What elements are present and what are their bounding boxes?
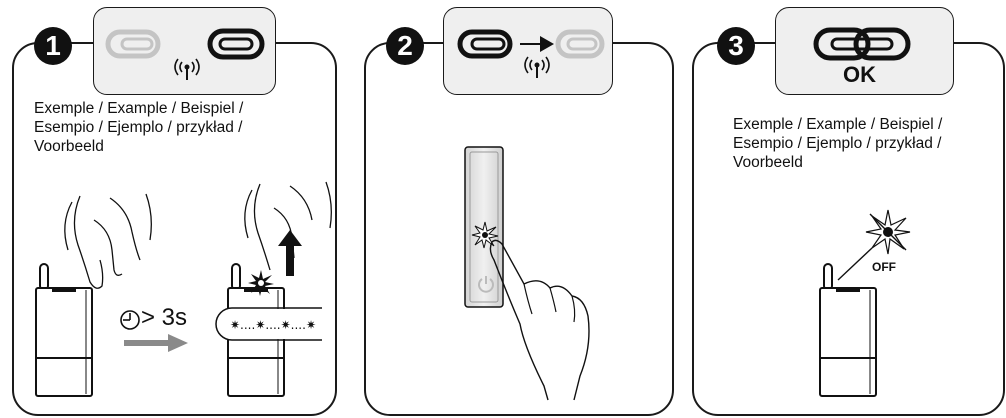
signal-line xyxy=(837,247,873,281)
linked-chain-icon xyxy=(813,27,911,61)
step-1-header xyxy=(93,7,276,95)
arrow-right-icon xyxy=(124,334,188,352)
step-3-number: 3 xyxy=(717,27,755,65)
starburst-icon xyxy=(248,270,274,296)
svg-text:✷....✷....✷....✷: ✷....✷....✷....✷ xyxy=(230,318,316,332)
caption-line: Esempio / Ejemplo / przykład / xyxy=(733,135,942,152)
wireless-signal-icon xyxy=(524,56,550,78)
step-1-caption: Exemple / Example / Beispiel / Esempio /… xyxy=(34,99,243,156)
status-ok-label: OK xyxy=(843,62,876,87)
step-2-header xyxy=(443,7,613,95)
arrow-right-icon xyxy=(520,36,554,52)
arrow-up-icon xyxy=(278,230,302,276)
transmitter-device-icon xyxy=(35,263,93,397)
hand-icon xyxy=(489,239,590,401)
caption-line: Voorbeeld xyxy=(733,154,803,171)
timer-label: > 3s xyxy=(141,304,188,331)
unlinked-chain-icon xyxy=(555,29,605,59)
flashing-signal-band: ✷....✷....✷....✷ xyxy=(215,307,322,341)
starburst-crossed-icon xyxy=(865,209,911,255)
caption-line: Voorbeeld xyxy=(34,138,104,155)
power-icon xyxy=(478,276,494,293)
clock-icon xyxy=(120,310,140,330)
caption-line: Esempio / Ejemplo / przykład / xyxy=(34,119,243,136)
step-3-caption: Exemple / Example / Beispiel / Esempio /… xyxy=(733,115,942,172)
unlinked-chain-icon xyxy=(105,29,161,59)
starburst-icon xyxy=(471,221,499,249)
hand-icon xyxy=(244,181,332,271)
step-1-number: 1 xyxy=(34,27,72,65)
step-2-number: 2 xyxy=(386,27,424,65)
step-2-panel xyxy=(364,42,674,416)
hand-icon xyxy=(64,193,152,289)
wireless-signal-icon xyxy=(174,58,200,80)
linked-chain-icon xyxy=(457,29,513,59)
transmitter-device-icon xyxy=(819,263,877,397)
caption-line: Exemple / Example / Beispiel / xyxy=(34,100,244,117)
off-label: OFF xyxy=(872,260,896,274)
linked-chain-icon xyxy=(207,28,265,60)
caption-line: Exemple / Example / Beispiel / xyxy=(733,116,943,133)
